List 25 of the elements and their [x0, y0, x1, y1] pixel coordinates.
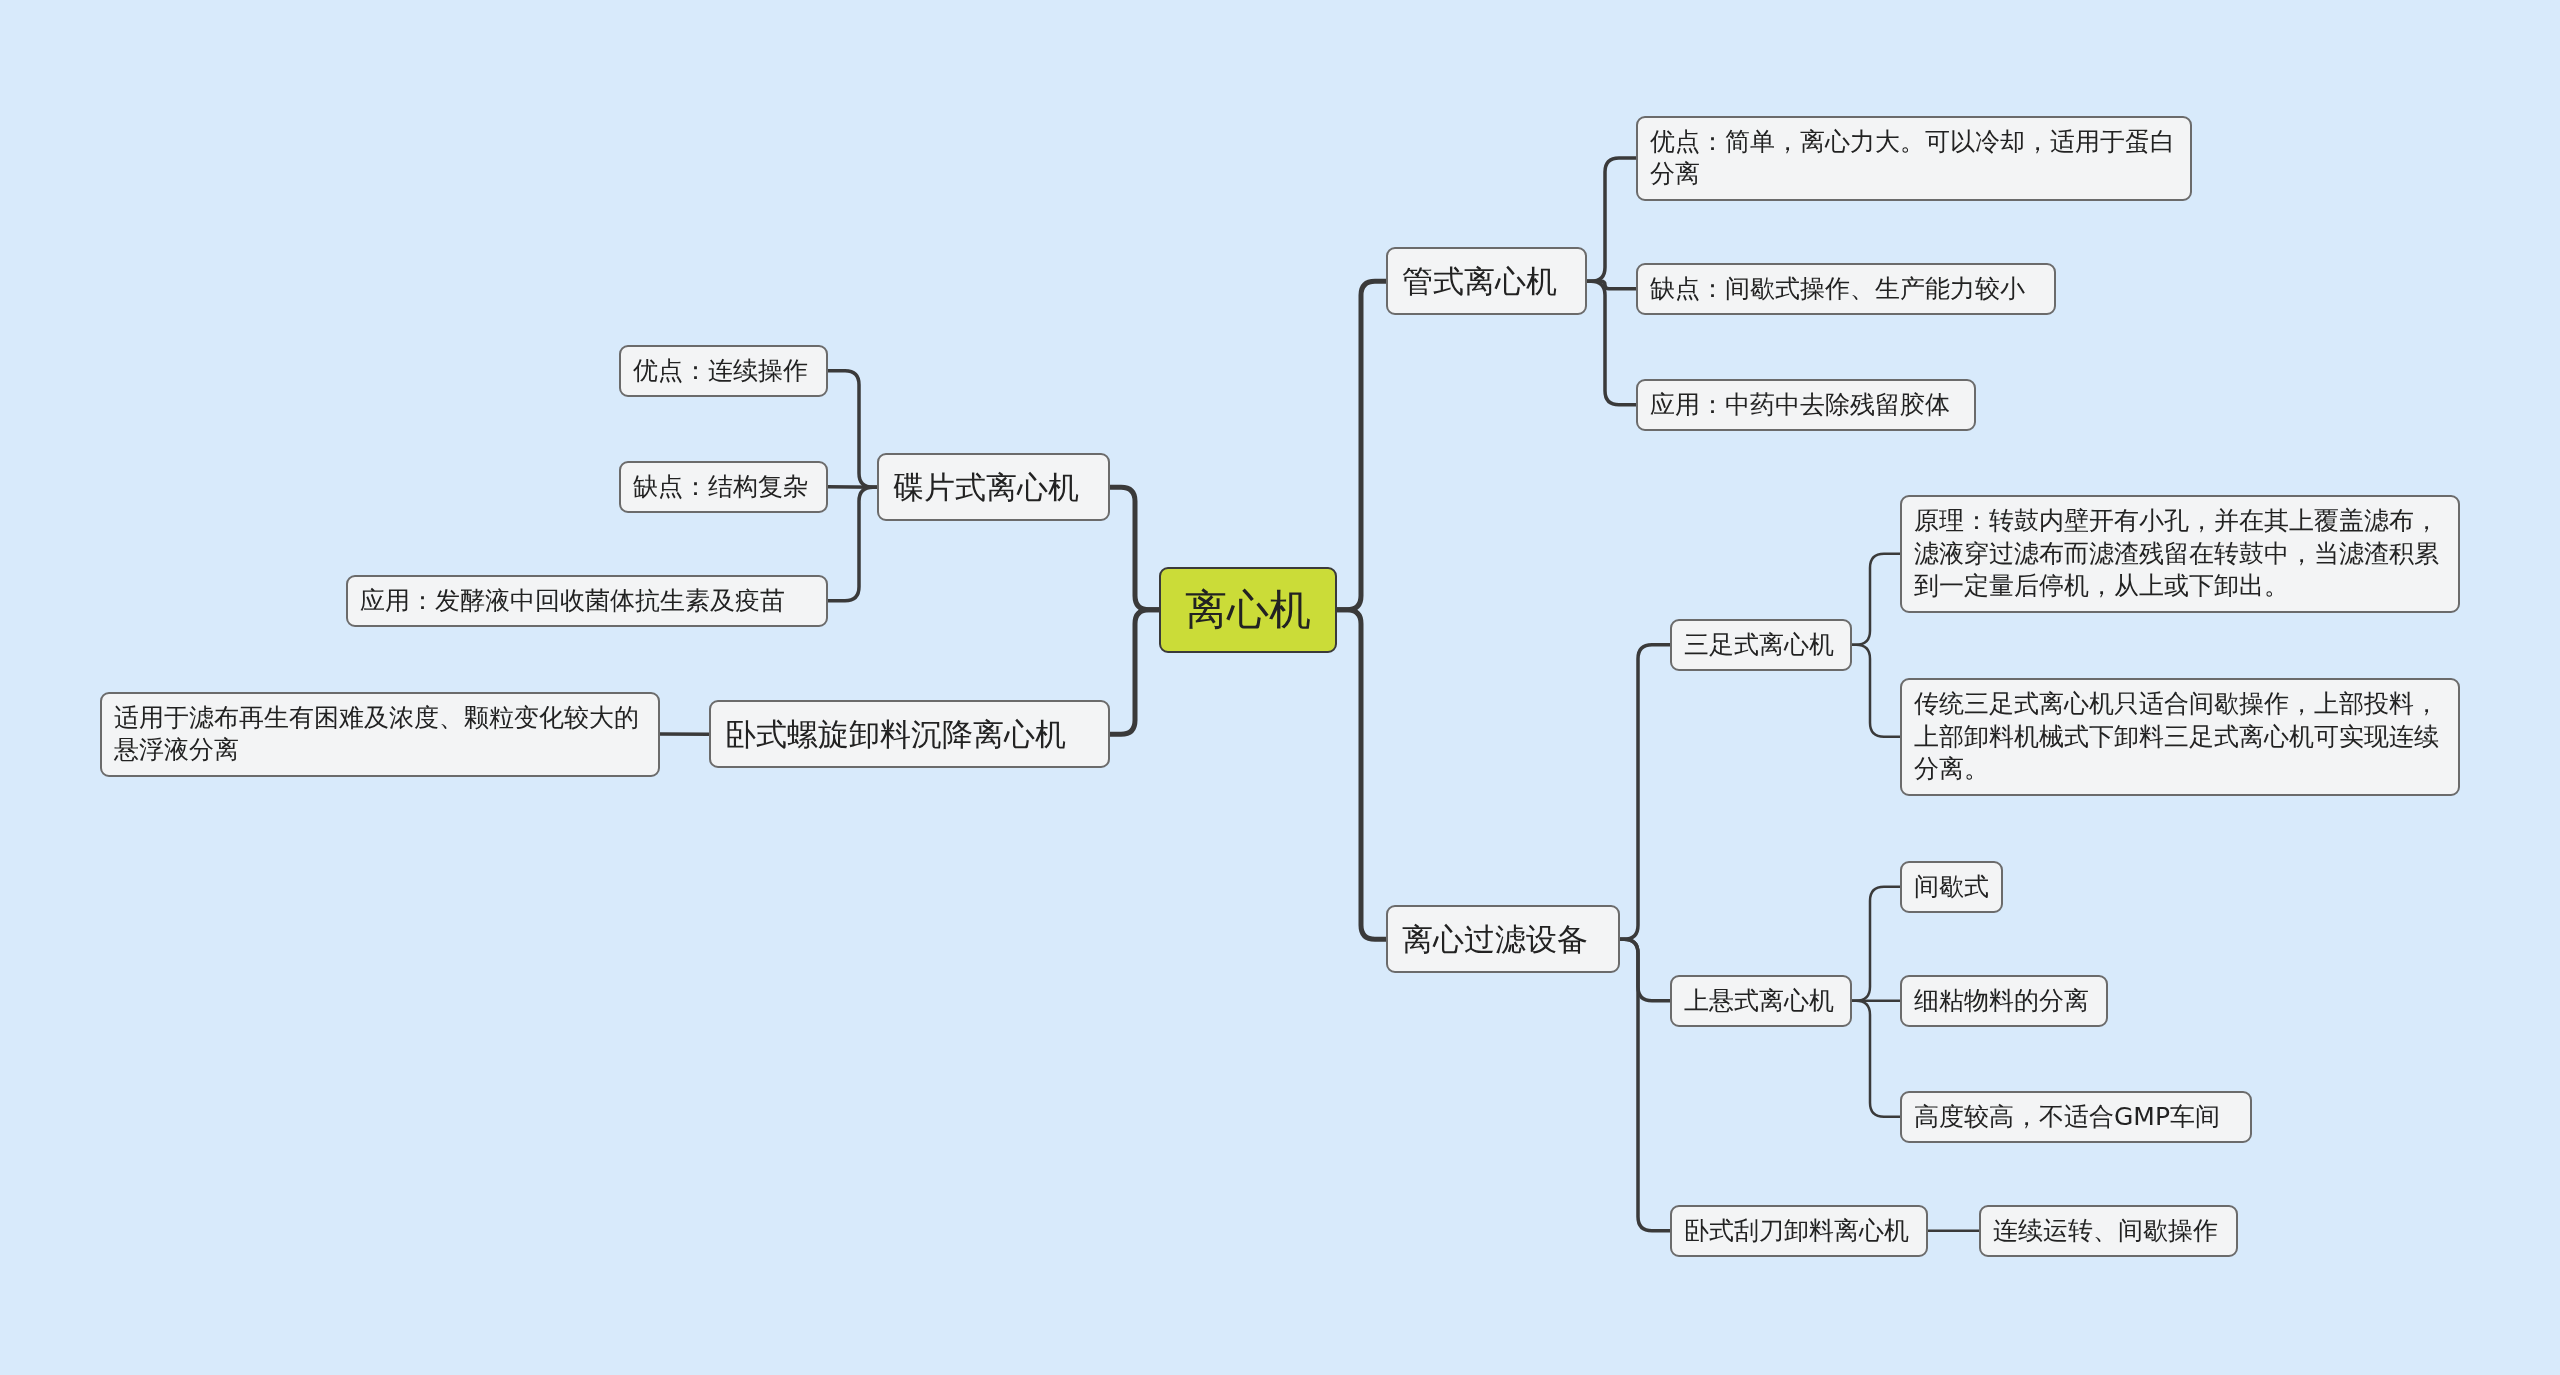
connector [1110, 607, 1159, 737]
topic-box: 碟片式离心机 [877, 453, 1110, 522]
subtopic-box: 应用：发酵液中回收菌体抗生素及疫苗 [346, 574, 828, 627]
topic-box: 离心过滤设备 [1386, 905, 1620, 974]
subtopic-box: 原理：转鼓内壁开有小孔，并在其上覆盖滤布，滤液穿过滤布而滤渣残留在转鼓中，当滤渣积累到一定量后停机，从上或下卸出。 [1900, 495, 2460, 613]
central-topic: 离心机 [1159, 566, 1337, 654]
subtopic-box: 三足式离心机 [1670, 618, 1852, 671]
subtopic-box: 缺点：间歇式操作、生产能力较小 [1636, 262, 2056, 315]
subtopic-box: 上悬式离心机 [1670, 974, 1852, 1027]
connector [1928, 1229, 1979, 1232]
subtopic-box: 细粘物料的分离 [1900, 974, 2108, 1027]
subtopic-box: 卧式刮刀卸料离心机 [1670, 1204, 1928, 1257]
subtopic-box: 传统三足式离心机只适合间歇操作，上部投料，上部卸料机械式下卸料三足式离心机可实现连续分离。 [1900, 678, 2460, 796]
subtopic-box: 间歇式 [1900, 860, 2003, 913]
subtopic-box: 优点：简单，离心力大。可以冷却，适用于蛋白分离 [1636, 115, 2192, 201]
subtopic-box: 连续运转、间歇操作 [1979, 1204, 2238, 1257]
subtopic-box: 优点：连续操作 [619, 344, 828, 397]
connector [1337, 607, 1386, 942]
topic-box: 管式离心机 [1386, 247, 1587, 316]
subtopic-box: 高度较高，不适合GMP车间 [1900, 1090, 2252, 1143]
connector [660, 732, 709, 736]
subtopic-box: 适用于滤布再生有困难及浓度、颗粒变化较大的悬浮液分离 [100, 691, 660, 777]
subtopic-box: 缺点：结构复杂 [619, 460, 828, 513]
topic-box: 卧式螺旋卸料沉降离心机 [709, 700, 1110, 769]
subtopic-box: 应用：中药中去除残留胶体 [1636, 378, 1976, 431]
